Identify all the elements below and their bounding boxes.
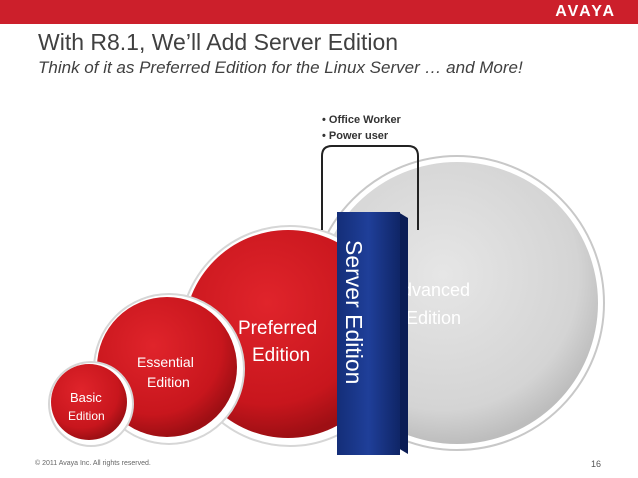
- page-number: 16: [591, 459, 602, 469]
- preferred-edition-label-2: Edition: [252, 345, 310, 366]
- basic-edition-circle: Basic Edition: [48, 361, 134, 447]
- bullet-power-user: • Power user: [322, 130, 389, 142]
- server-edition-bar: Server Edition: [337, 212, 408, 455]
- slide-subtitle: Think of it as Preferred Edition for the…: [38, 58, 523, 77]
- essential-edition-label-1: Essential: [137, 354, 194, 370]
- basic-edition-label-2: Edition: [68, 409, 105, 423]
- advanced-edition-label-2: Edition: [406, 308, 461, 328]
- preferred-edition-label-1: Preferred: [238, 318, 317, 339]
- avaya-logo: AVAYA: [555, 3, 616, 20]
- basic-edition-label-1: Basic: [70, 390, 102, 405]
- essential-edition-label-2: Edition: [147, 374, 190, 390]
- server-edition-label: Server Edition: [341, 240, 367, 384]
- user-bullets: • Office Worker • Power user: [322, 112, 401, 144]
- bullet-office-worker: • Office Worker: [322, 114, 401, 126]
- footer-copyright: © 2011 Avaya Inc. All rights reserved.: [35, 460, 151, 467]
- advanced-edition-label-1: dvanced: [402, 280, 470, 300]
- slide-title: With R8.1, We’ll Add Server Edition: [38, 29, 399, 55]
- bracket-line: [321, 145, 419, 230]
- top-bar: AVAYA: [0, 0, 638, 24]
